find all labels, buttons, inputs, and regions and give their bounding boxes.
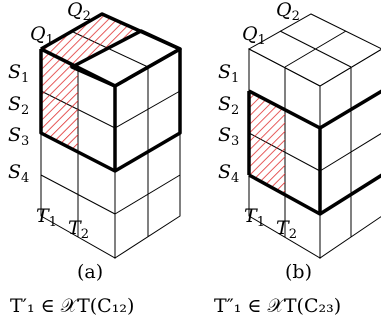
panel-b: Q1 Q2 S1 S2 S3 S4 T1 T2 (b) T″₁ ∈ 𝒳T(C₂₃… <box>214 0 381 317</box>
label-s1-b: S1 <box>218 61 239 86</box>
label-s4-a: S4 <box>8 161 29 186</box>
label-s2-a: S2 <box>8 93 29 118</box>
label-s4-b: S4 <box>218 161 239 186</box>
right-face-grid-b <box>319 49 381 259</box>
hatched-left-a <box>41 49 78 153</box>
formula-a: T′₁ ∈ 𝒳T(C₁₂) <box>10 295 134 317</box>
caption-b: (b) <box>285 261 312 283</box>
label-q1-b: Q1 <box>242 23 266 48</box>
label-s1-a: S1 <box>8 61 29 86</box>
label-q1-a: Q1 <box>30 23 54 48</box>
hatched-top-a <box>41 14 141 67</box>
label-s2-b: S2 <box>218 93 239 118</box>
label-q2-b: Q2 <box>276 0 300 24</box>
label-t2-a: T2 <box>68 217 89 242</box>
label-q2-a: Q2 <box>67 0 91 24</box>
label-t1-a: T1 <box>36 205 57 230</box>
label-t1-b: T1 <box>244 205 265 230</box>
hatched-left-b <box>249 91 285 196</box>
top-face-grid-b <box>247 13 381 87</box>
formula-b: T″₁ ∈ 𝒳T(C₂₃) <box>214 295 341 317</box>
caption-a: (a) <box>77 261 103 283</box>
label-s3-a: S3 <box>8 124 29 149</box>
label-s3-b: S3 <box>218 124 239 149</box>
bold-outline-b <box>247 89 381 216</box>
bold-outline-a <box>39 12 182 173</box>
label-t2-b: T2 <box>276 217 297 242</box>
panel-a: Q1 Q2 S1 S2 S3 S4 T1 T2 (a) T′₁ ∈ 𝒳T(C₁₂… <box>8 0 182 317</box>
